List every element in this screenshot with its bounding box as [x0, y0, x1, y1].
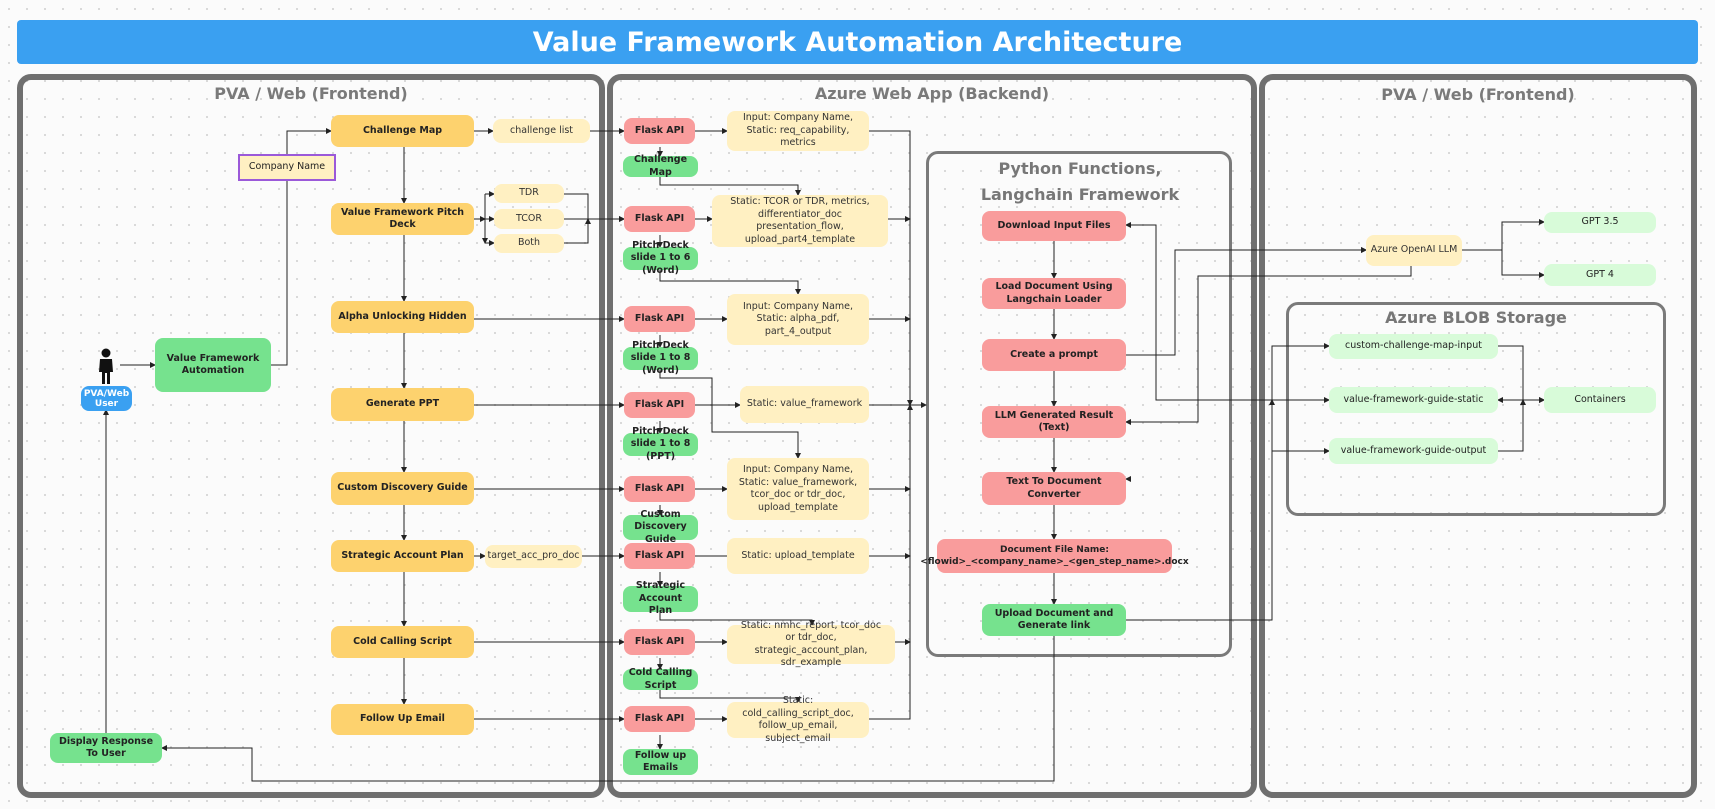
backend-panel-title: Azure Web App (Backend)	[814, 84, 1050, 103]
output-pitch-deck-word-8[interactable]: Pitch Deck slide 1 to 8 (Word)	[623, 340, 698, 376]
output-pitch-deck-ppt[interactable]: Pitch Deck slide 1 to 8 (PPT)	[623, 426, 698, 462]
page-title: Value Framework Automation Architecture	[17, 20, 1698, 64]
output-strategic-account-plan[interactable]: Strategic Account Plan	[623, 580, 698, 616]
output-challenge-map[interactable]: Challenge Map	[623, 154, 698, 178]
create-a-prompt[interactable]: Create a prompt	[982, 339, 1126, 371]
step-generate-ppt[interactable]: Generate PPT	[331, 388, 474, 421]
output-pitch-deck-word-6[interactable]: Pitch Deck slide 1 to 6 (Word)	[623, 240, 698, 276]
input-params-cold-calling[interactable]: Static: nmhc_report, tcor_doc or tdr_doc…	[727, 620, 895, 668]
gpt-3-5[interactable]: GPT 3.5	[1544, 212, 1656, 233]
challenge-list[interactable]: challenge list	[493, 119, 590, 143]
text-to-document-converter[interactable]: Text To Document Converter	[982, 472, 1126, 505]
upload-document-generate-link[interactable]: Upload Document and Generate link	[982, 604, 1126, 636]
python-functions-panel	[926, 151, 1232, 657]
input-params-follow-up[interactable]: Static: cold_calling_script_doc, follow_…	[727, 695, 869, 744]
flask-api[interactable]: Flask API	[624, 476, 695, 502]
frontend-panel-right-title: PVA / Web (Frontend)	[1381, 85, 1575, 104]
input-params-generate-ppt[interactable]: Static: value_framework	[740, 386, 869, 423]
azure-openai-llm[interactable]: Azure OpenAI LLM	[1366, 235, 1462, 266]
user-icon	[99, 348, 113, 384]
option-both[interactable]: Both	[494, 234, 564, 253]
document-file-name[interactable]: Document File Name: <flowid>_<company_na…	[920, 539, 1189, 573]
frontend-panel-left	[17, 74, 605, 798]
input-params-pitch-deck[interactable]: Static: TCOR or TDR, metrics, differenti…	[712, 195, 888, 247]
blob-storage-title: Azure BLOB Storage	[1385, 308, 1567, 327]
backend-panel	[607, 74, 1257, 798]
frontend-panel-left-title: PVA / Web (Frontend)	[214, 84, 408, 103]
step-follow-up-email[interactable]: Follow Up Email	[331, 704, 474, 735]
flask-api[interactable]: Flask API	[624, 543, 695, 569]
input-params-discovery-guide[interactable]: Input: Company Name, Static: value_frame…	[727, 458, 869, 520]
flask-api[interactable]: Flask API	[624, 118, 695, 144]
company-name-input[interactable]: Company Name	[238, 154, 336, 181]
python-functions-title: Python Functions, Langchain Framework	[980, 159, 1180, 204]
container-value-framework-guide-static[interactable]: value-framework-guide-static	[1329, 387, 1498, 413]
target-acc-pro-doc[interactable]: target_acc_pro_doc	[485, 545, 582, 568]
flask-api[interactable]: Flask API	[624, 306, 695, 332]
container-value-framework-guide-output[interactable]: value-framework-guide-output	[1329, 438, 1498, 464]
blob-storage-panel	[1286, 302, 1666, 516]
flask-api[interactable]: Flask API	[624, 706, 695, 732]
flask-api[interactable]: Flask API	[624, 392, 695, 418]
load-document-langchain[interactable]: Load Document Using Langchain Loader	[982, 278, 1126, 309]
output-follow-up-emails[interactable]: Follow up Emails	[623, 749, 698, 775]
step-challenge-map[interactable]: Challenge Map	[331, 115, 474, 147]
value-framework-automation[interactable]: Value Framework Automation	[155, 338, 271, 392]
gpt-4[interactable]: GPT 4	[1544, 264, 1656, 286]
step-custom-discovery-guide[interactable]: Custom Discovery Guide	[331, 472, 474, 505]
input-params-account-plan[interactable]: Static: upload_template	[727, 538, 869, 574]
output-cold-calling-script[interactable]: Cold Calling Script	[623, 667, 698, 691]
frontend-panel-right	[1259, 74, 1697, 798]
llm-generated-result[interactable]: LLM Generated Result (Text)	[982, 406, 1126, 438]
step-alpha-unlocking-hidden[interactable]: Alpha Unlocking Hidden	[331, 301, 474, 333]
option-tdr[interactable]: TDR	[494, 184, 564, 203]
display-response-to-user[interactable]: Display Response To User	[50, 733, 162, 763]
container-custom-challenge-map-input[interactable]: custom-challenge-map-input	[1329, 334, 1498, 359]
step-strategic-account-plan[interactable]: Strategic Account Plan	[331, 540, 474, 572]
containers[interactable]: Containers	[1544, 387, 1656, 413]
option-tcor[interactable]: TCOR	[494, 209, 564, 229]
step-value-framework-pitch-deck[interactable]: Value Framework Pitch Deck	[331, 203, 474, 235]
output-custom-discovery-guide[interactable]: Custom Discovery Guide	[623, 509, 698, 545]
download-input-files[interactable]: Download Input Files	[982, 211, 1126, 241]
step-cold-calling-script[interactable]: Cold Calling Script	[331, 626, 474, 658]
flask-api[interactable]: Flask API	[624, 629, 695, 655]
pva-web-user[interactable]: PVA/Web User	[81, 386, 132, 411]
flask-api[interactable]: Flask API	[624, 206, 695, 232]
input-params-challenge-map[interactable]: Input: Company Name, Static: req_capabil…	[727, 111, 869, 151]
input-params-alpha[interactable]: Input: Company Name, Static: alpha_pdf, …	[727, 294, 869, 345]
